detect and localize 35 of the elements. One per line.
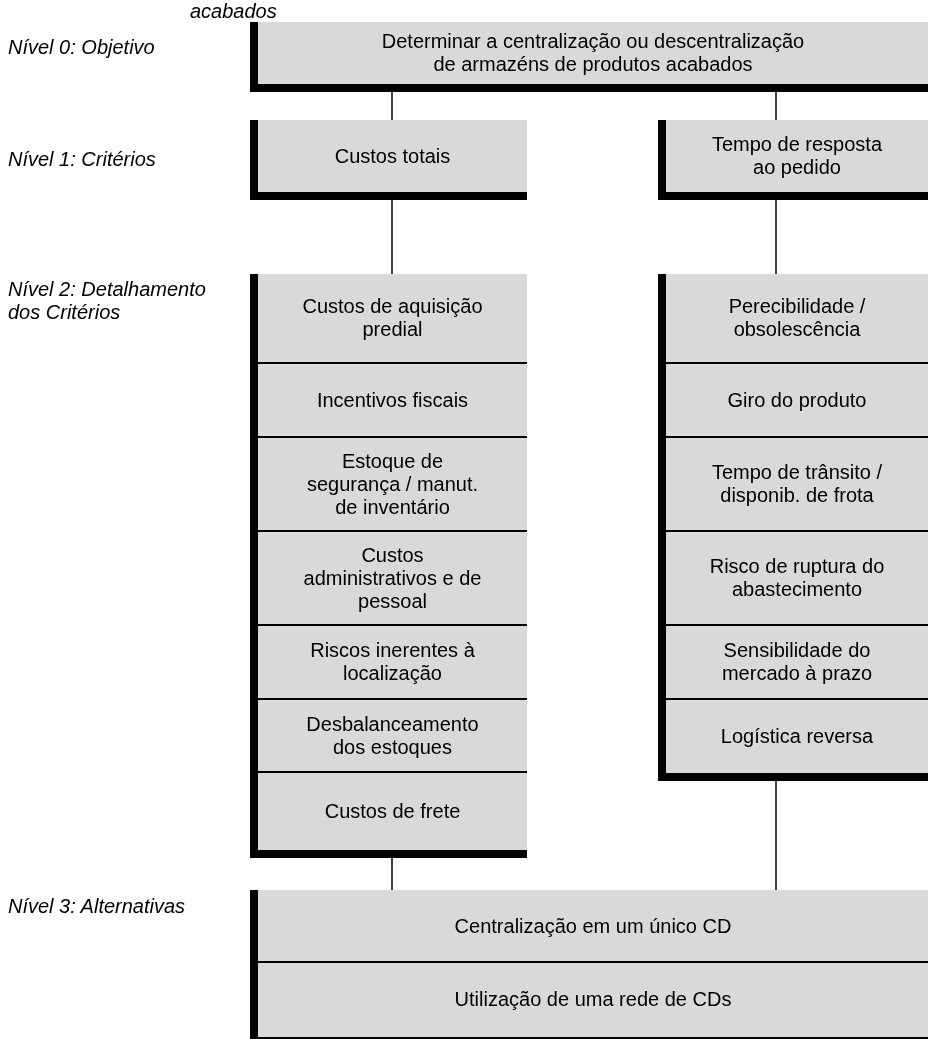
connector-line xyxy=(391,857,393,891)
criteria-panel xyxy=(250,274,527,858)
node-text: Estoque de segurança / manut. de inventário xyxy=(305,449,480,519)
alternatives-panel xyxy=(250,890,928,1039)
node-text: Giro do produto xyxy=(727,388,867,412)
node-text: Riscos inerentes à localização xyxy=(309,639,476,685)
criteria-panel xyxy=(658,274,928,781)
node-text: Custos totais xyxy=(334,144,451,168)
node-text: Utilização de uma rede de CDs xyxy=(454,988,732,1011)
connector-line xyxy=(391,91,393,121)
connector-line xyxy=(391,199,393,275)
node-text: Custos administrativos e de pessoal xyxy=(302,543,483,613)
level-label: Nível 2: Detalhamento dos Critérios xyxy=(8,278,207,324)
node-text: Perecibilidade / obsolescência xyxy=(727,295,867,341)
node-text: Tempo de trânsito / disponib. de frota xyxy=(710,461,884,507)
level-label: Nível 0: Objetivo xyxy=(8,36,156,59)
node-text: Sensibilidade do mercado à prazo xyxy=(720,639,874,685)
connector-line xyxy=(775,199,777,275)
node-text: Custos de frete xyxy=(324,800,461,823)
node-text: Desbalanceamento dos estoques xyxy=(305,712,480,759)
node-text: Determinar a centralização ou descentralização de armazéns de produtos acabados xyxy=(380,30,806,76)
node-text: Tempo de resposta ao pedido xyxy=(710,133,884,179)
criterion-box xyxy=(658,120,928,200)
connector-line xyxy=(775,780,777,891)
level-label: acabados xyxy=(190,0,278,23)
level-label: Nível 3: Alternativas xyxy=(8,895,187,918)
node-text: Centralização em um único CD xyxy=(454,914,732,938)
node-text: Incentivos fiscais xyxy=(316,388,469,412)
node-text: Risco de ruptura do abastecimento xyxy=(708,555,886,601)
level-label: Nível 1: Critérios xyxy=(8,148,157,171)
connector-line xyxy=(775,91,777,121)
node-text: Logística reversa xyxy=(720,725,874,748)
criterion-box xyxy=(250,120,527,200)
objective-box xyxy=(250,22,928,92)
node-text: Custos de aquisição predial xyxy=(301,295,484,341)
